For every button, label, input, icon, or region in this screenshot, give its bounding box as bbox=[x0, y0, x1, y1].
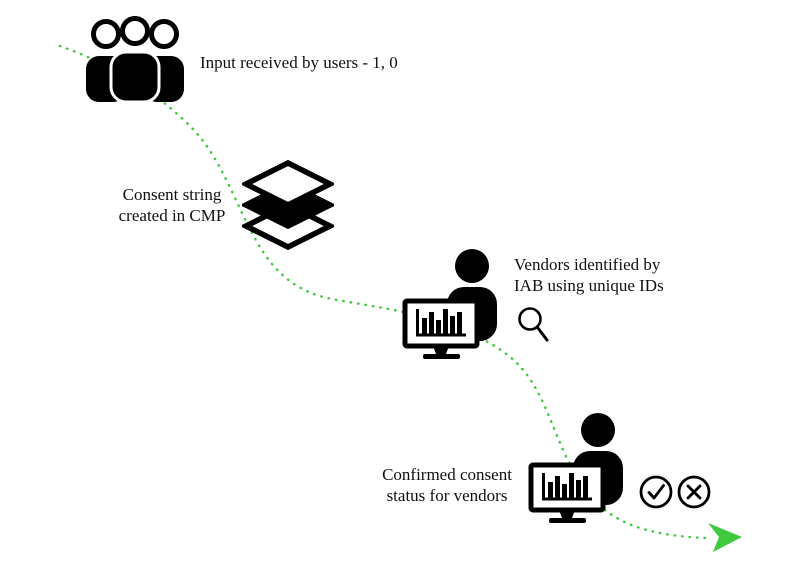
check-circle-icon bbox=[639, 475, 673, 509]
label-vendors-identified: Vendors identified by IAB using unique I… bbox=[514, 255, 664, 295]
magnifier-icon bbox=[518, 307, 549, 342]
step-users-input bbox=[80, 16, 190, 104]
label-consent-string: Consent string created in CMP bbox=[118, 185, 226, 225]
status-check bbox=[638, 474, 674, 510]
cross-circle-icon bbox=[677, 475, 711, 509]
arrowhead-icon bbox=[708, 523, 742, 552]
vendors-magnifier bbox=[516, 305, 552, 345]
analyst-computer-icon bbox=[402, 246, 508, 362]
status-cross bbox=[676, 474, 712, 510]
step-consent-status bbox=[528, 410, 634, 526]
label-consent-status: Confirmed consent status for vendors bbox=[382, 465, 512, 505]
step-consent-string bbox=[242, 157, 334, 253]
dotted-path bbox=[58, 44, 708, 540]
users-group-icon bbox=[86, 16, 184, 104]
step-vendors-identified bbox=[402, 246, 508, 362]
analyst-computer-icon bbox=[528, 410, 634, 526]
layers-icon bbox=[242, 159, 334, 251]
label-users-input: Input received by users - 1, 0 bbox=[200, 53, 398, 72]
